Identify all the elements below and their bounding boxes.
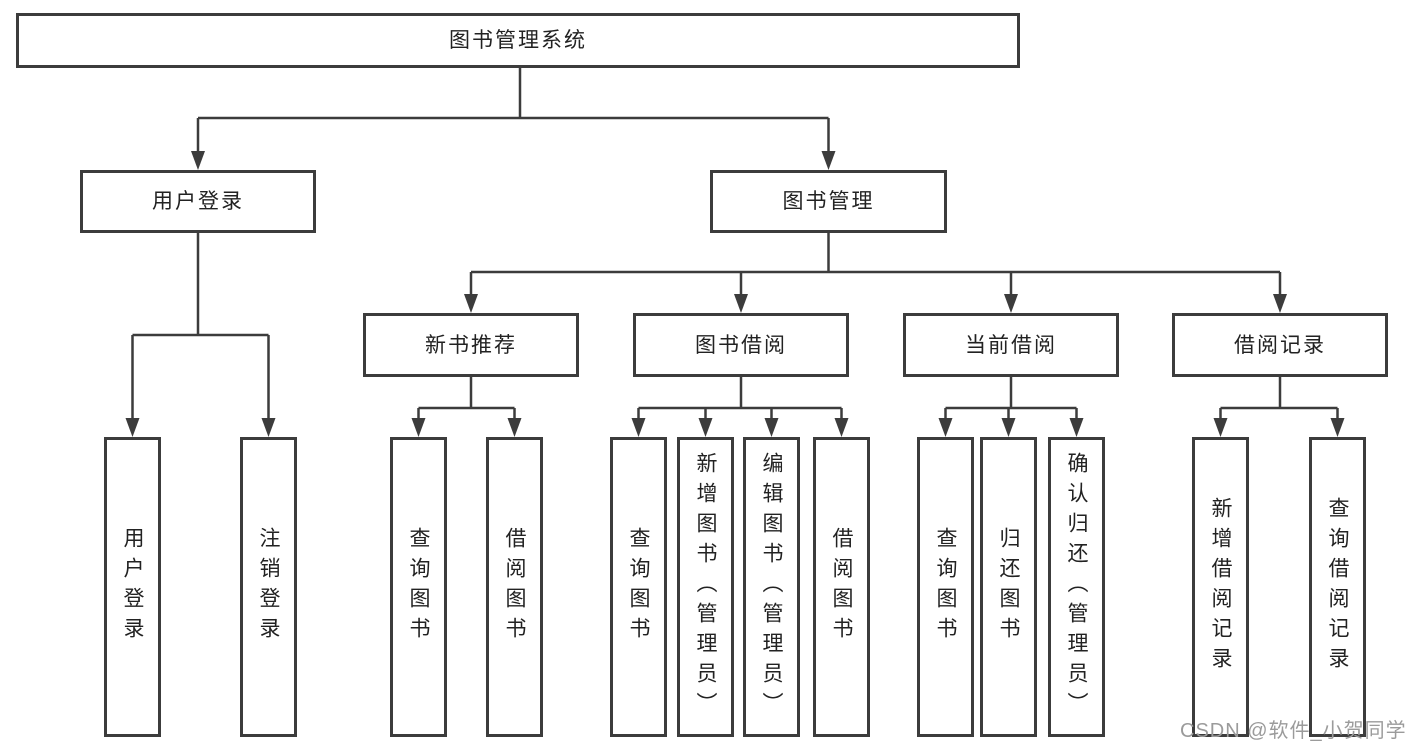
node-book-management-branch: 图书管理 <box>710 170 947 233</box>
leaf-borrow-books-borrowing-label: 借阅图书 <box>830 527 853 647</box>
leaf-edit-book-admin-label: 编辑图书（管理员） <box>760 452 783 722</box>
node-borrowing-records: 借阅记录 <box>1172 313 1388 377</box>
leaf-borrow-books-borrowing: 借阅图书 <box>813 437 870 737</box>
leaf-edit-book-admin: 编辑图书（管理员） <box>743 437 800 737</box>
leaf-logout-label: 注销登录 <box>257 527 280 647</box>
leaf-confirm-return-admin: 确认归还（管理员） <box>1048 437 1105 737</box>
leaf-return-book-label: 归还图书 <box>997 527 1020 647</box>
node-current-borrowing: 当前借阅 <box>903 313 1119 377</box>
leaf-add-book-admin-label: 新增图书（管理员） <box>694 452 717 722</box>
node-book-borrowing: 图书借阅 <box>633 313 849 377</box>
leaf-query-books-current: 查询图书 <box>917 437 974 737</box>
node-user-login-branch: 用户登录 <box>80 170 316 233</box>
leaf-add-borrow-record: 新增借阅记录 <box>1192 437 1249 737</box>
leaf-query-borrow-record-label: 查询借阅记录 <box>1326 497 1349 677</box>
leaf-borrow-books-recommend: 借阅图书 <box>486 437 543 737</box>
watermark: CSDN @软件_小贺同学 <box>1180 720 1405 742</box>
leaf-return-book: 归还图书 <box>980 437 1037 737</box>
leaf-query-borrow-record: 查询借阅记录 <box>1309 437 1366 737</box>
node-new-book-recommend: 新书推荐 <box>363 313 579 377</box>
leaf-add-book-admin: 新增图书（管理员） <box>677 437 734 737</box>
leaf-add-borrow-record-label: 新增借阅记录 <box>1209 497 1232 677</box>
leaf-user-login: 用户登录 <box>104 437 161 737</box>
leaf-query-books-recommend-label: 查询图书 <box>407 527 430 647</box>
leaf-confirm-return-admin-label: 确认归还（管理员） <box>1065 452 1088 722</box>
leaf-query-books-recommend: 查询图书 <box>390 437 447 737</box>
leaf-user-login-label: 用户登录 <box>121 527 144 647</box>
leaf-query-books-borrowing-label: 查询图书 <box>627 527 650 647</box>
leaf-query-books-borrowing: 查询图书 <box>610 437 667 737</box>
leaf-query-books-current-label: 查询图书 <box>934 527 957 647</box>
leaf-borrow-books-recommend-label: 借阅图书 <box>503 527 526 647</box>
leaf-logout: 注销登录 <box>240 437 297 737</box>
node-library-system: 图书管理系统 <box>16 13 1020 68</box>
arrowheads <box>125 151 1345 437</box>
